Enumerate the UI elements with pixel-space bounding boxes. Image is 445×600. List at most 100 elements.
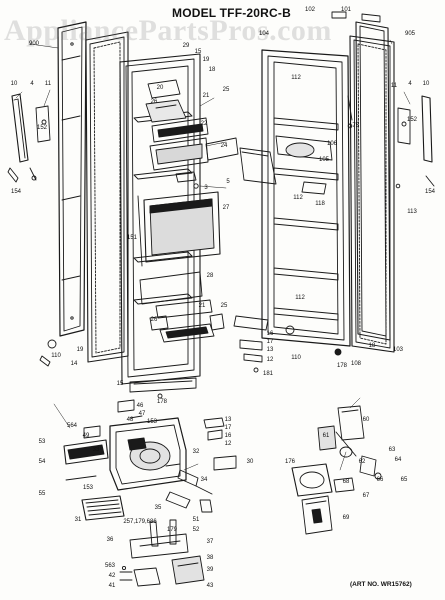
drip-tray-grille [81, 495, 125, 521]
callout-label: 25 [220, 303, 228, 309]
callout-label: 27 [222, 205, 230, 211]
callout-label: 22 [200, 121, 208, 127]
callout-label: 110 [291, 355, 301, 361]
callout-label: 15 [116, 381, 124, 387]
callout-label: 16 [224, 433, 232, 439]
callout-label: 179 [166, 527, 178, 533]
callout-label: 28 [206, 273, 214, 279]
callout-label: 13 [266, 347, 274, 353]
fresh-food-door-gasket [349, 35, 395, 353]
callout-label: 61 [322, 433, 330, 439]
callout-label: 175 [348, 123, 360, 129]
callout-label: 52 [192, 527, 200, 533]
dispenser-housing-upper [145, 79, 239, 189]
callout-label: 55 [38, 491, 46, 497]
callout-label: 48 [126, 417, 134, 423]
diagram-title: MODEL TFF-20RC-B [172, 6, 291, 20]
callout-label: 12 [224, 441, 232, 447]
callout-label: 60 [362, 417, 370, 423]
callout-label: 152 [406, 117, 418, 123]
callout-label: 110 [51, 353, 61, 359]
callout-label: 66 [376, 477, 384, 483]
callout-label: 29 [182, 43, 190, 49]
ice-crusher-housing [109, 417, 213, 509]
callout-label: 176 [284, 459, 296, 465]
fresh-food-door-liner [239, 49, 351, 347]
callout-label: 54 [38, 459, 46, 465]
callout-label: 68 [342, 479, 350, 485]
callout-label: 30 [246, 459, 254, 465]
callout-label: 17 [266, 339, 274, 345]
callout-label: 51 [192, 517, 200, 523]
callout-label: 12 [266, 357, 274, 363]
door-bottom-hardware [39, 315, 342, 373]
callout-label: 5 [226, 179, 230, 185]
callout-label: 62 [358, 459, 366, 465]
callout-label: 63 [388, 447, 396, 453]
callout-label: 21 [198, 303, 206, 309]
callout-label: 18 [368, 343, 376, 349]
callout-label: 19 [76, 347, 84, 353]
callout-label: 37 [206, 539, 214, 545]
art-number: (ART NO. WR15762) [350, 581, 412, 588]
callout-label: 563 [104, 563, 116, 569]
freezer-door-handle [7, 93, 51, 183]
callout-label: 113 [407, 209, 417, 215]
callout-label: 108 [350, 361, 362, 367]
callout-label: 35 [154, 505, 162, 511]
callout-label: 32 [192, 449, 200, 455]
callout-label: 15 [194, 49, 202, 55]
callout-label: 4 [30, 81, 34, 87]
callout-label: 104 [258, 31, 270, 37]
callout-label: 36 [106, 537, 114, 543]
callout-label: 11 [44, 81, 52, 87]
callout-label: 112 [293, 195, 303, 201]
callout-label: 67 [362, 493, 370, 499]
callout-label: 103 [392, 347, 404, 353]
callout-label: 14 [70, 361, 78, 367]
freezer-bottom-trim [129, 377, 197, 399]
callout-label: 118 [315, 201, 325, 207]
freezer-door-outer-panel [57, 21, 87, 337]
callout-label: 41 [108, 583, 116, 589]
callout-label: 10 [422, 81, 430, 87]
callout-label: 13 [224, 417, 232, 423]
freezer-lower-bins [139, 271, 225, 343]
freezer-door-liner [119, 53, 201, 385]
callout-label: 39 [206, 567, 214, 573]
callout-label: 112 [291, 75, 301, 81]
fresh-food-door-outer-panel [331, 11, 391, 341]
callout-label: 154 [424, 189, 436, 195]
callout-label: 154 [10, 189, 22, 195]
callout-label: 18 [208, 67, 216, 73]
callout-label: 16 [266, 331, 274, 337]
callout-label: 65 [400, 477, 408, 483]
callout-label: 101 [340, 7, 352, 13]
fresh-food-door-handle [347, 95, 435, 189]
callout-label: 38 [206, 555, 214, 561]
callout-label: 33 [92, 447, 100, 453]
callout-label: 152 [36, 125, 48, 131]
dispenser-small-parts [117, 399, 237, 513]
callout-label: 17 [224, 425, 232, 431]
callout-label: 112 [295, 295, 305, 301]
callout-label: 257,179,686 [123, 519, 157, 525]
callout-label: 26 [150, 317, 158, 323]
leader-lines [15, 39, 411, 471]
callout-label: 151 [126, 235, 138, 241]
callout-label: 69 [342, 515, 350, 521]
callout-label: 564 [66, 423, 78, 429]
callout-label: 20 [156, 85, 164, 91]
callout-label: 106 [326, 141, 338, 147]
callout-label: 42 [108, 573, 116, 579]
callout-label: 49 [82, 433, 90, 439]
dispenser-actuator-assembly [119, 519, 205, 587]
callout-label: 4 [408, 81, 412, 87]
freezer-ice-bin-door [137, 191, 221, 267]
callout-label: 64 [394, 457, 402, 463]
callout-label: 34 [200, 477, 208, 483]
callout-label: 905 [404, 31, 416, 37]
callout-label: 105 [318, 157, 330, 163]
